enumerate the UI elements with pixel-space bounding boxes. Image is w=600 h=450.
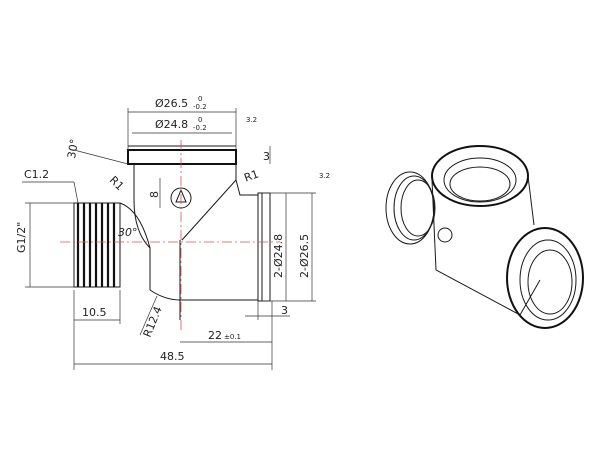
svg-text:0: 0 xyxy=(198,95,202,103)
svg-text:8: 8 xyxy=(148,191,161,198)
thread-left xyxy=(73,202,151,288)
svg-text:2-Ø24.8: 2-Ø24.8 xyxy=(272,234,285,278)
svg-text:C1.2: C1.2 xyxy=(24,168,49,181)
svg-text:48.5: 48.5 xyxy=(160,350,185,363)
svg-text:2-Ø26.5: 2-Ø26.5 xyxy=(298,234,311,278)
svg-text:22: 22 xyxy=(208,329,222,342)
svg-text:30°: 30° xyxy=(118,226,138,239)
iso-right-port xyxy=(506,227,584,329)
svg-text:30°: 30° xyxy=(65,138,81,159)
svg-text:3: 3 xyxy=(263,150,270,163)
svg-text:±0.1: ±0.1 xyxy=(224,333,241,341)
svg-text:-0.2: -0.2 xyxy=(193,124,207,132)
svg-text:10.5: 10.5 xyxy=(82,306,107,319)
top-flange xyxy=(127,149,237,165)
svg-text:Ø26.5: Ø26.5 xyxy=(155,97,188,110)
iso-pin xyxy=(437,227,453,243)
front-view xyxy=(60,140,280,330)
body-outline xyxy=(133,164,259,301)
dimensions: Ø26.5 0 -0.2 Ø24.8 0 -0.2 3.2 3 30° C1.2… xyxy=(15,95,330,370)
svg-text:G1/2": G1/2" xyxy=(15,222,28,253)
svg-text:R1: R1 xyxy=(242,167,260,184)
svg-text:R1: R1 xyxy=(107,174,127,194)
svg-text:R12.4: R12.4 xyxy=(141,304,165,339)
svg-text:Ø24.8: Ø24.8 xyxy=(155,118,188,131)
svg-text:-0.2: -0.2 xyxy=(193,103,207,111)
svg-text:3: 3 xyxy=(281,304,288,317)
iso-top-port xyxy=(431,145,529,207)
right-port xyxy=(257,192,271,302)
svg-text:0: 0 xyxy=(198,116,202,124)
isometric-view xyxy=(385,145,584,329)
svg-text:3.2: 3.2 xyxy=(319,172,330,180)
svg-text:3.2: 3.2 xyxy=(246,116,257,124)
